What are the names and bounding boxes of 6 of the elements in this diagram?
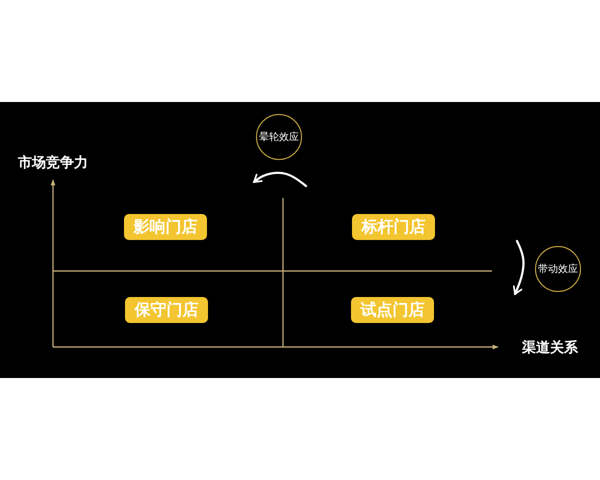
- store-type-tag: 试点门店: [351, 297, 434, 323]
- axis-title: 渠道关系: [522, 339, 578, 357]
- store-type-tag: 标杆门店: [352, 214, 435, 240]
- store-type-tag: 影响门店: [124, 214, 207, 240]
- axis-title: 市场竞争力: [18, 154, 88, 172]
- store-type-tag: 保守门店: [125, 297, 208, 323]
